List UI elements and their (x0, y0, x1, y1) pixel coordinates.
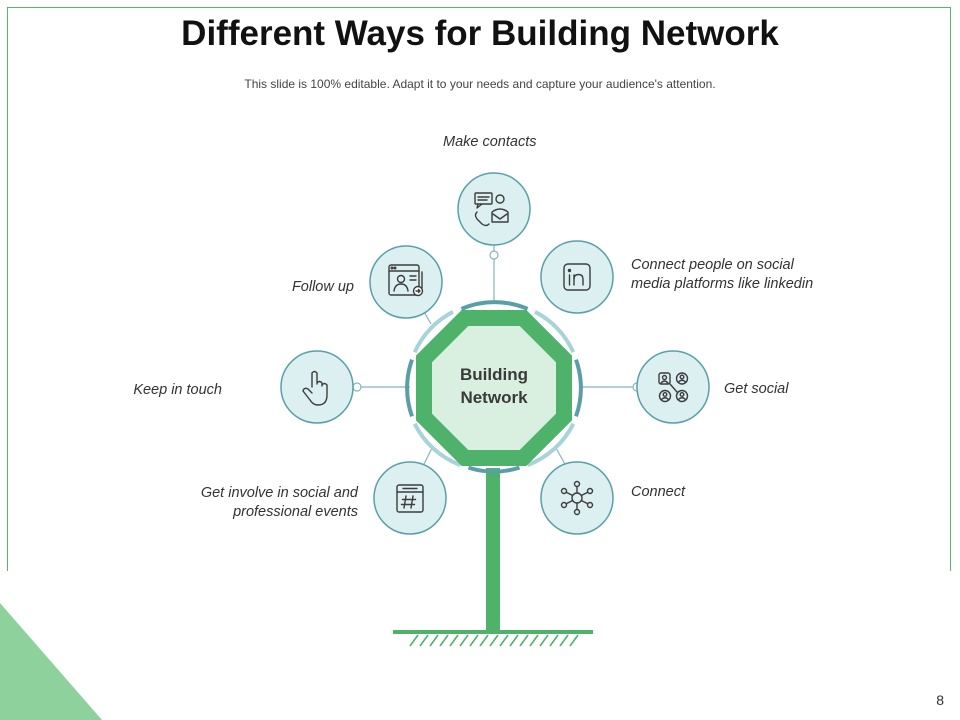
hub-ring (405, 300, 583, 474)
contact-chat-icon (474, 192, 509, 227)
calendar-icon (396, 484, 424, 513)
bubble-connect-social-media (540, 240, 614, 314)
connector-lines (356, 244, 637, 467)
ground-line (393, 630, 593, 634)
hub-label-line2: Network (460, 388, 528, 407)
profile-follow-icon (388, 264, 424, 297)
hub-octagon (416, 310, 572, 466)
hub-label-line1: Building (460, 365, 528, 384)
hub-label: Building Network (430, 363, 558, 409)
bubble-connect (540, 461, 614, 535)
label-events-line2: professional events (233, 504, 358, 520)
label-events-line1: Get involve in social and (200, 485, 358, 501)
network-hub-icon (560, 480, 594, 516)
label-connect: Connect (631, 484, 686, 500)
slide-frame (7, 7, 951, 571)
label-keep-in-touch: Keep in touch (133, 382, 222, 398)
page-title: Different Ways for Building Network (181, 14, 779, 53)
subtitle: This slide is 100% editable. Adapt it to… (244, 77, 716, 91)
linkedin-icon (563, 263, 591, 291)
bubble-follow-up (369, 245, 443, 319)
label-make-contacts: Make contacts (443, 134, 537, 150)
bubble-make-contacts (457, 172, 531, 246)
corner-decoration (0, 603, 102, 720)
stem (486, 468, 500, 634)
people-group-icon (658, 372, 689, 403)
ground-hatch (409, 634, 579, 647)
label-connect-social-media: Connect people on social media platforms… (631, 256, 813, 294)
bubble-keep-in-touch (280, 350, 354, 424)
hand-pointer-icon (302, 370, 328, 406)
label-follow-up: Follow up (291, 279, 354, 295)
label-events: Get involve in social and professional e… (201, 484, 358, 522)
page-number: 8 (936, 692, 944, 708)
label-connect-social-media-line1: Connect people on social (631, 257, 794, 273)
label-get-social: Get social (724, 381, 789, 397)
bubble-events (373, 461, 447, 535)
label-connect-social-media-line2: media platforms like linkedin (631, 276, 814, 292)
